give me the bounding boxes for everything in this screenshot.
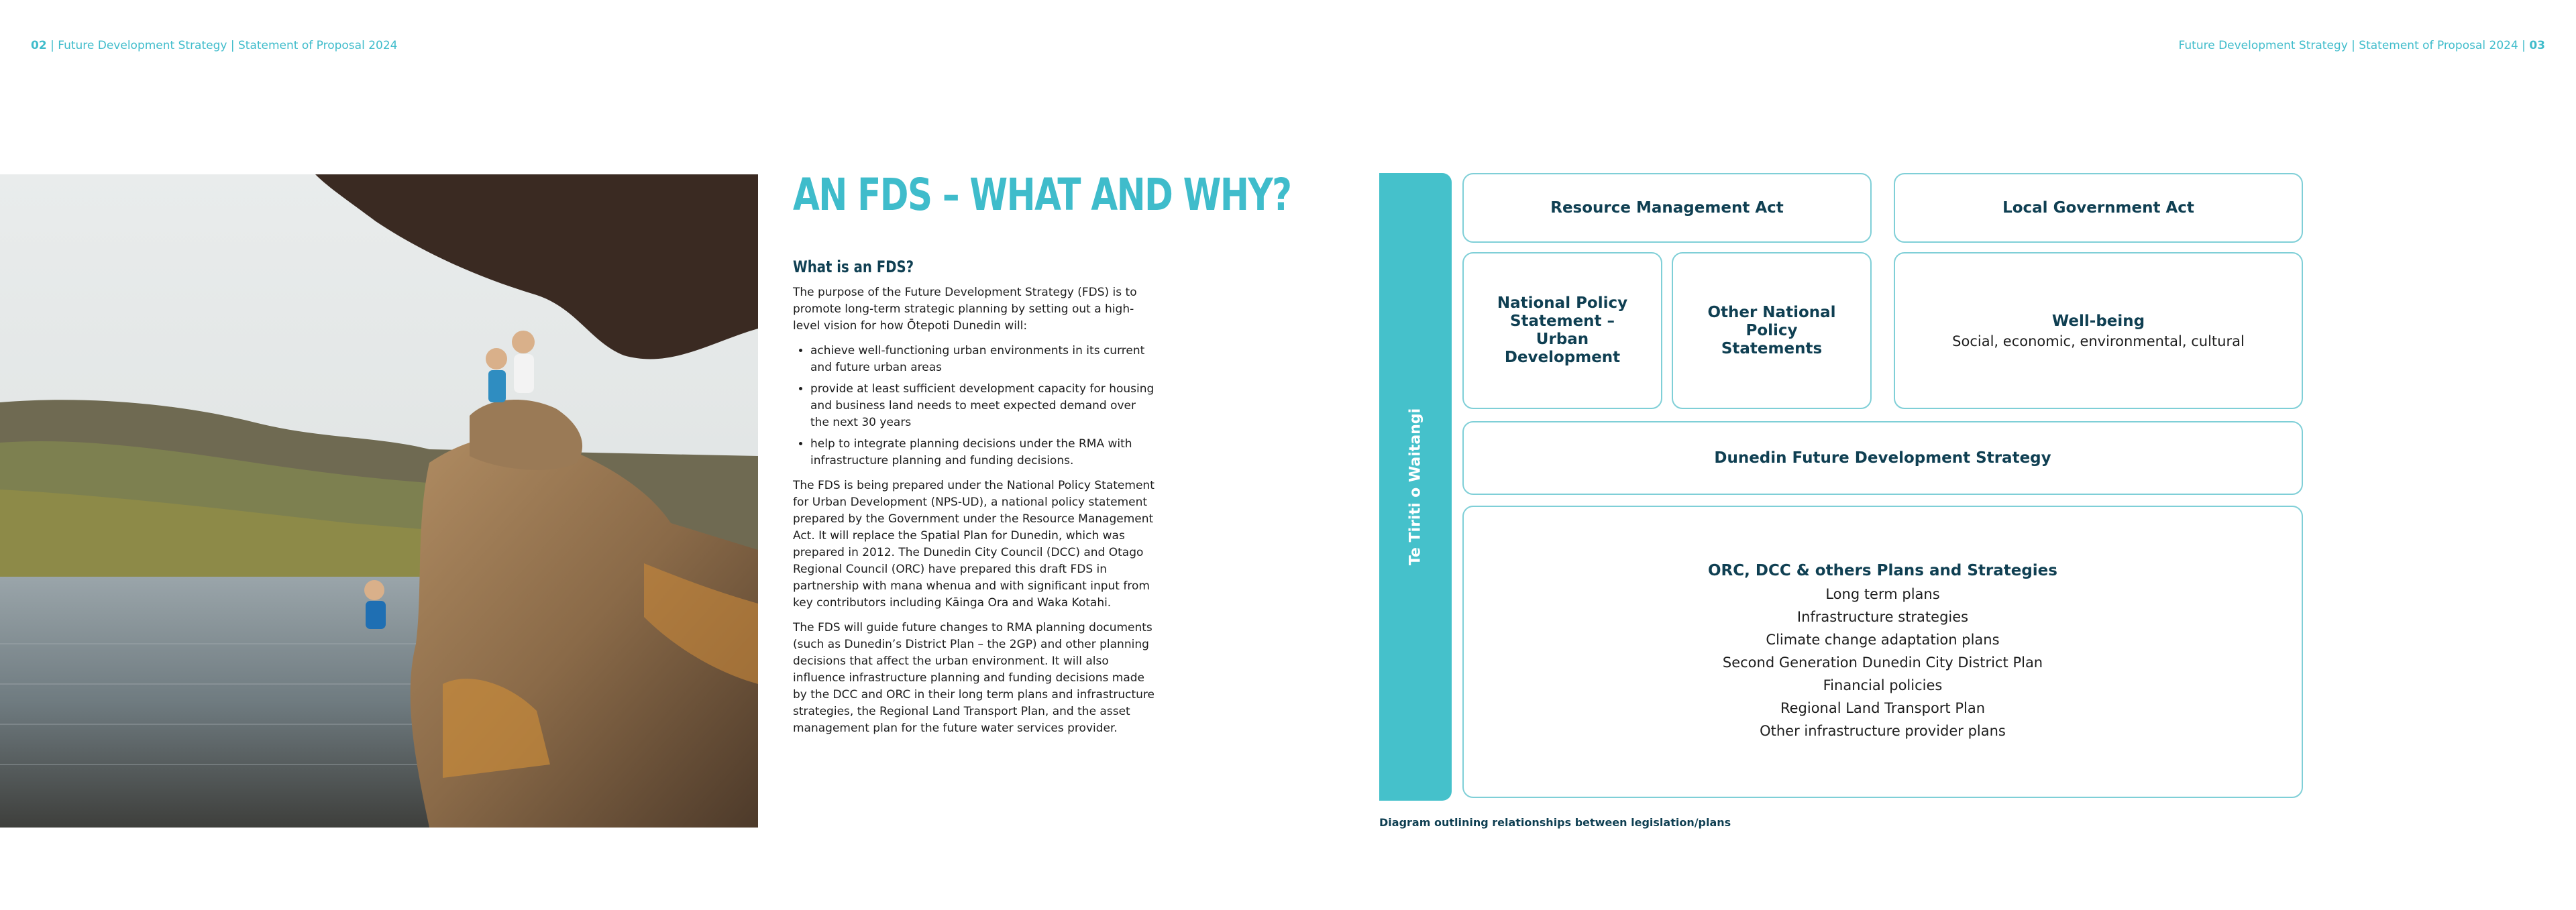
- section-subheading: What is an FDS?: [793, 258, 914, 276]
- page-number-left: 02: [31, 39, 47, 52]
- nps-ud-label: National Policy Statement – Urban Develo…: [1497, 294, 1628, 366]
- plans-list: Long term plans Infrastructure strategie…: [1723, 583, 2043, 742]
- header-separator-right: |: [2518, 39, 2530, 52]
- list-item: Financial policies: [1823, 677, 1943, 693]
- diagram-caption: Diagram outlining relationships between …: [1379, 816, 1731, 829]
- intro-paragraph: The purpose of the Future Development St…: [793, 286, 1137, 333]
- nps-ud-box: National Policy Statement – Urban Develo…: [1462, 252, 1662, 409]
- rma-label: Resource Management Act: [1550, 198, 1784, 217]
- header-separator-left: |: [46, 39, 58, 52]
- bullet-item: achieve well-functioning urban environme…: [810, 343, 1155, 376]
- bullet-item: help to integrate planning decisions und…: [810, 436, 1155, 469]
- header-title-right: Future Development Strategy | Statement …: [2178, 39, 2518, 52]
- plans-title: ORC, DCC & others Plans and Strategies: [1708, 561, 2057, 579]
- paragraph-guidance: The FDS will guide future changes to RMA…: [793, 621, 1155, 735]
- header-title-left: Future Development Strategy | Statement …: [58, 39, 398, 52]
- wellbeing-title: Well-being: [2051, 312, 2145, 330]
- lga-label: Local Government Act: [2002, 198, 2194, 217]
- treaty-label: Te Tiriti o Waitangi: [1407, 408, 1424, 566]
- bullet-item: provide at least sufficient development …: [810, 381, 1155, 431]
- photo-illustration: [0, 174, 758, 828]
- other-nps-box: Other National Policy Statements: [1672, 252, 1872, 409]
- fds-box: Dunedin Future Development Strategy: [1462, 421, 2303, 495]
- landscape-photo: [0, 174, 758, 828]
- text-column: AN FDS – WHAT AND WHY? What is an FDS? T…: [793, 169, 1292, 736]
- lga-box: Local Government Act: [1894, 173, 2303, 243]
- other-nps-label: Other National Policy Statements: [1707, 303, 1836, 357]
- list-item: Climate change adaptation plans: [1766, 631, 2000, 648]
- paragraph-nps-ud: The FDS is being prepared under the Nati…: [793, 479, 1155, 610]
- bullet-list: achieve well-functioning urban environme…: [793, 343, 1155, 469]
- list-item: Infrastructure strategies: [1796, 608, 1969, 625]
- legislation-diagram: Te Tiriti o Waitangi Resource Management…: [1379, 173, 2305, 817]
- page-header-right: Future Development Strategy | Statement …: [2179, 39, 2545, 52]
- plans-box: ORC, DCC & others Plans and Strategies L…: [1462, 506, 2303, 798]
- list-item: Regional Land Transport Plan: [1780, 699, 1986, 716]
- list-item: Other infrastructure provider plans: [1760, 722, 2006, 739]
- list-item: Second Generation Dunedin City District …: [1722, 654, 2043, 671]
- page-heading: AN FDS – WHAT AND WHY?: [793, 169, 1292, 221]
- page-header-left: 02 | Future Development Strategy | State…: [31, 39, 397, 52]
- list-item: Long term plans: [1825, 585, 1940, 602]
- fds-label: Dunedin Future Development Strategy: [1714, 449, 2051, 467]
- treaty-bar: Te Tiriti o Waitangi: [1379, 173, 1452, 801]
- rma-box: Resource Management Act: [1462, 173, 1872, 243]
- page-number-right: 03: [2529, 39, 2545, 52]
- wellbeing-box: Well-being Social, economic, environment…: [1894, 252, 2303, 409]
- body-text: The purpose of the Future Development St…: [793, 284, 1155, 745]
- wellbeing-subtitle: Social, economic, environmental, cultura…: [1952, 333, 2245, 349]
